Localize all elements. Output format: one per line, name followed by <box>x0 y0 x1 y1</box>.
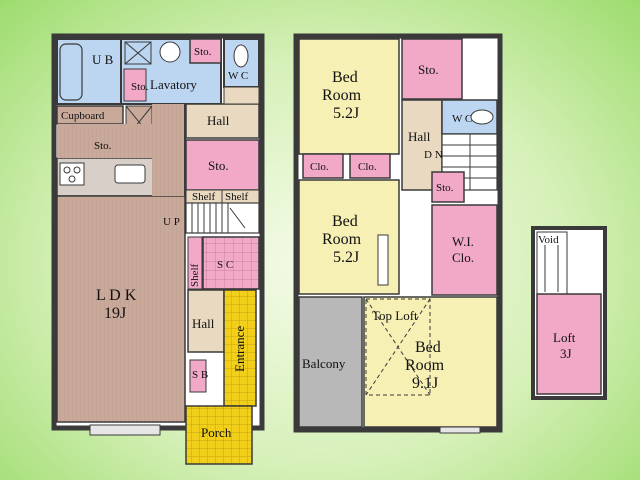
label-bed2b: Room <box>322 231 362 248</box>
label-ldk: L D K <box>96 287 137 304</box>
label-lavatory: Lavatory <box>150 77 197 92</box>
labels-loft: Void Loft 3J <box>538 234 576 361</box>
stairs <box>185 202 260 234</box>
label-up: U P <box>163 216 180 228</box>
label-bed3-size: 9.1J <box>412 375 438 392</box>
shoe-closet-sc <box>202 236 260 290</box>
ldk-room <box>56 195 186 423</box>
label-loft: Loft <box>553 330 576 345</box>
labels-floor2: Bed Room 5.2J Sto. W C Hall D N Clo. Clo… <box>302 62 474 392</box>
label-bed1b: Room <box>322 87 362 104</box>
stairs-f2 <box>441 133 498 191</box>
label-balcony: Balcony <box>302 356 346 371</box>
label-wc: W C <box>228 70 248 82</box>
label-shelf2: Shelf <box>225 191 249 203</box>
label-hall-f2: Hall <box>408 129 431 144</box>
label-wc-f2: W C <box>452 113 472 125</box>
top-loft-area <box>365 298 431 396</box>
storage-small-f2 <box>431 171 465 203</box>
label-bed3b: Room <box>405 357 445 374</box>
label-sto-kitchen: Sto. <box>94 140 112 152</box>
label-clo1: Clo. <box>310 161 329 173</box>
loft-floor <box>531 226 607 400</box>
label-bed1-size: 5.2J <box>333 105 359 122</box>
label-entrance: Entrance <box>232 326 247 372</box>
label-ldk-size: 19J <box>104 305 126 322</box>
walk-in-closet <box>431 204 498 296</box>
label-toploft: Top Loft <box>372 308 418 323</box>
label-porch: Porch <box>201 425 232 440</box>
toilet-icon <box>233 44 249 68</box>
label-hall-lower: Hall <box>192 316 215 331</box>
label-sc: S C <box>217 259 233 271</box>
label-bed2-size: 5.2J <box>333 249 359 266</box>
hall-upper <box>185 103 260 139</box>
label-hall-upper: Hall <box>207 113 230 128</box>
void-area <box>536 231 568 295</box>
label-shelf: Shelf <box>192 191 216 203</box>
closet-1 <box>302 153 344 179</box>
label-sto-small: Sto. <box>436 182 454 194</box>
balcony <box>298 296 363 428</box>
label-sto-top-f2: Sto. <box>418 62 439 77</box>
label-bed2: Bed <box>332 213 358 230</box>
label-sto-lav: Sto. <box>131 81 149 93</box>
label-sb: S B <box>192 369 208 381</box>
label-wi: W.I. <box>452 234 474 249</box>
label-void: Void <box>538 234 559 246</box>
storage-mid <box>185 139 260 191</box>
label-shelf-side: Shelf <box>189 263 201 287</box>
loft-room <box>536 293 602 395</box>
label-bed3: Bed <box>415 339 441 356</box>
storage-top <box>189 38 222 64</box>
storage-top-f2 <box>401 38 463 100</box>
bedroom-1 <box>298 38 400 155</box>
sink-icon <box>159 41 181 63</box>
porch <box>185 405 253 465</box>
label-cupboard: Cupboard <box>61 110 105 122</box>
shelf-side <box>187 236 203 290</box>
label-loft-size: 3J <box>560 346 572 361</box>
bathtub-icon <box>59 43 83 101</box>
label-dn: D N <box>424 149 443 161</box>
label-sto-mid: Sto. <box>208 158 229 173</box>
floor-1 <box>51 33 265 465</box>
shoe-box-sb <box>189 359 207 393</box>
label-sto-top: Sto. <box>194 46 212 58</box>
hall-lower <box>187 289 225 353</box>
label-clo2: Clo. <box>358 161 377 173</box>
label-bed1: Bed <box>332 69 358 86</box>
label-ub: U B <box>92 52 114 67</box>
closet-2 <box>349 153 391 179</box>
labels-floor1: U B Sto. W C Lavatory Sto. Cupboard Sto.… <box>61 46 249 440</box>
floor-2 <box>293 33 503 434</box>
label-wi2: Clo. <box>452 250 474 265</box>
